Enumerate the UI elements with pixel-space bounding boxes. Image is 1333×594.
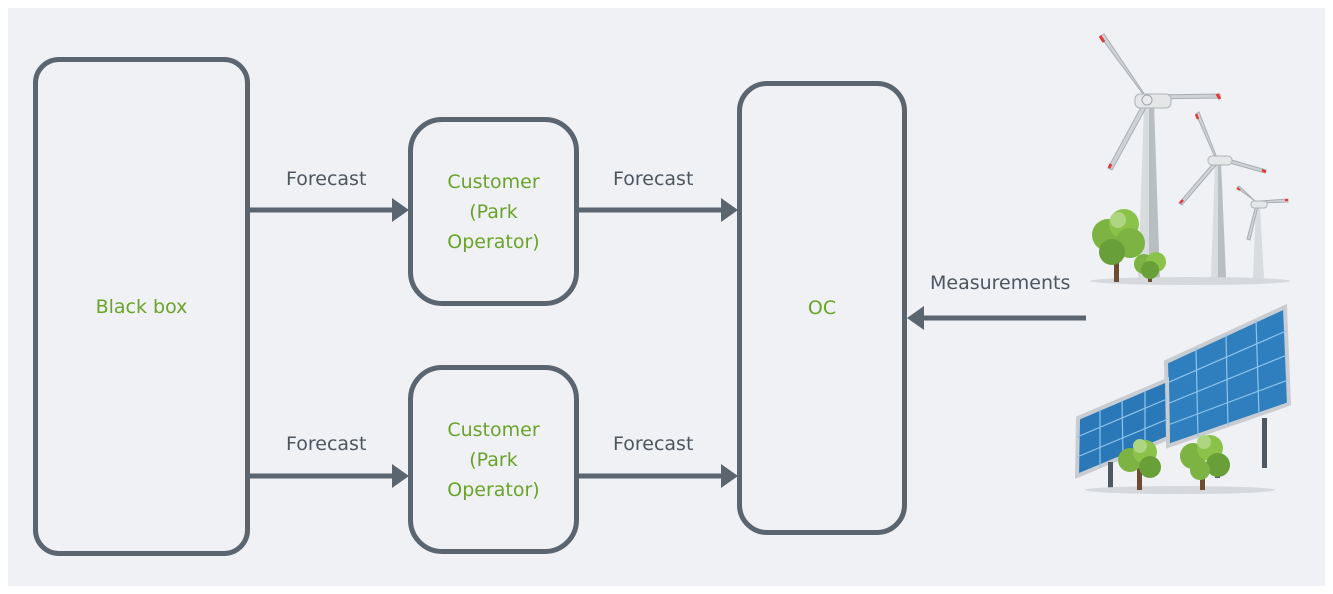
edge-label-bb-customer-top: Forecast (286, 168, 367, 190)
edge-label-customer-bottom-oc: Forecast (613, 433, 694, 455)
oc-label: OC (807, 297, 837, 319)
arrow-customer-top-oc (579, 198, 738, 222)
edge-label-bb-customer-bottom: Forecast (286, 433, 367, 455)
arrows (250, 198, 1086, 488)
arrow-measurements (907, 306, 1086, 330)
arrow-bb-customer-bottom (250, 464, 409, 488)
customer-top-label: Customer (Park Operator) (447, 170, 540, 253)
black-box-node: Black box (33, 57, 250, 556)
edge-label-customer-top-oc: Forecast (613, 168, 694, 190)
solar-panels-icon (1074, 303, 1292, 494)
edge-label-measurements: Measurements (930, 272, 1071, 294)
black-box-label: Black box (95, 295, 188, 318)
oc-node: OC (737, 81, 907, 535)
wind-turbines-icon (1090, 33, 1290, 285)
customer-bottom-node: Customer (Park Operator) (408, 365, 579, 554)
arrow-bb-customer-top (250, 198, 409, 222)
customer-top-node: Customer (Park Operator) (408, 117, 579, 306)
tree-icon (1118, 435, 1230, 490)
customer-bottom-label: Customer (Park Operator) (447, 418, 540, 501)
tree-icon (1092, 209, 1166, 282)
arrow-customer-bottom-oc (579, 464, 738, 488)
